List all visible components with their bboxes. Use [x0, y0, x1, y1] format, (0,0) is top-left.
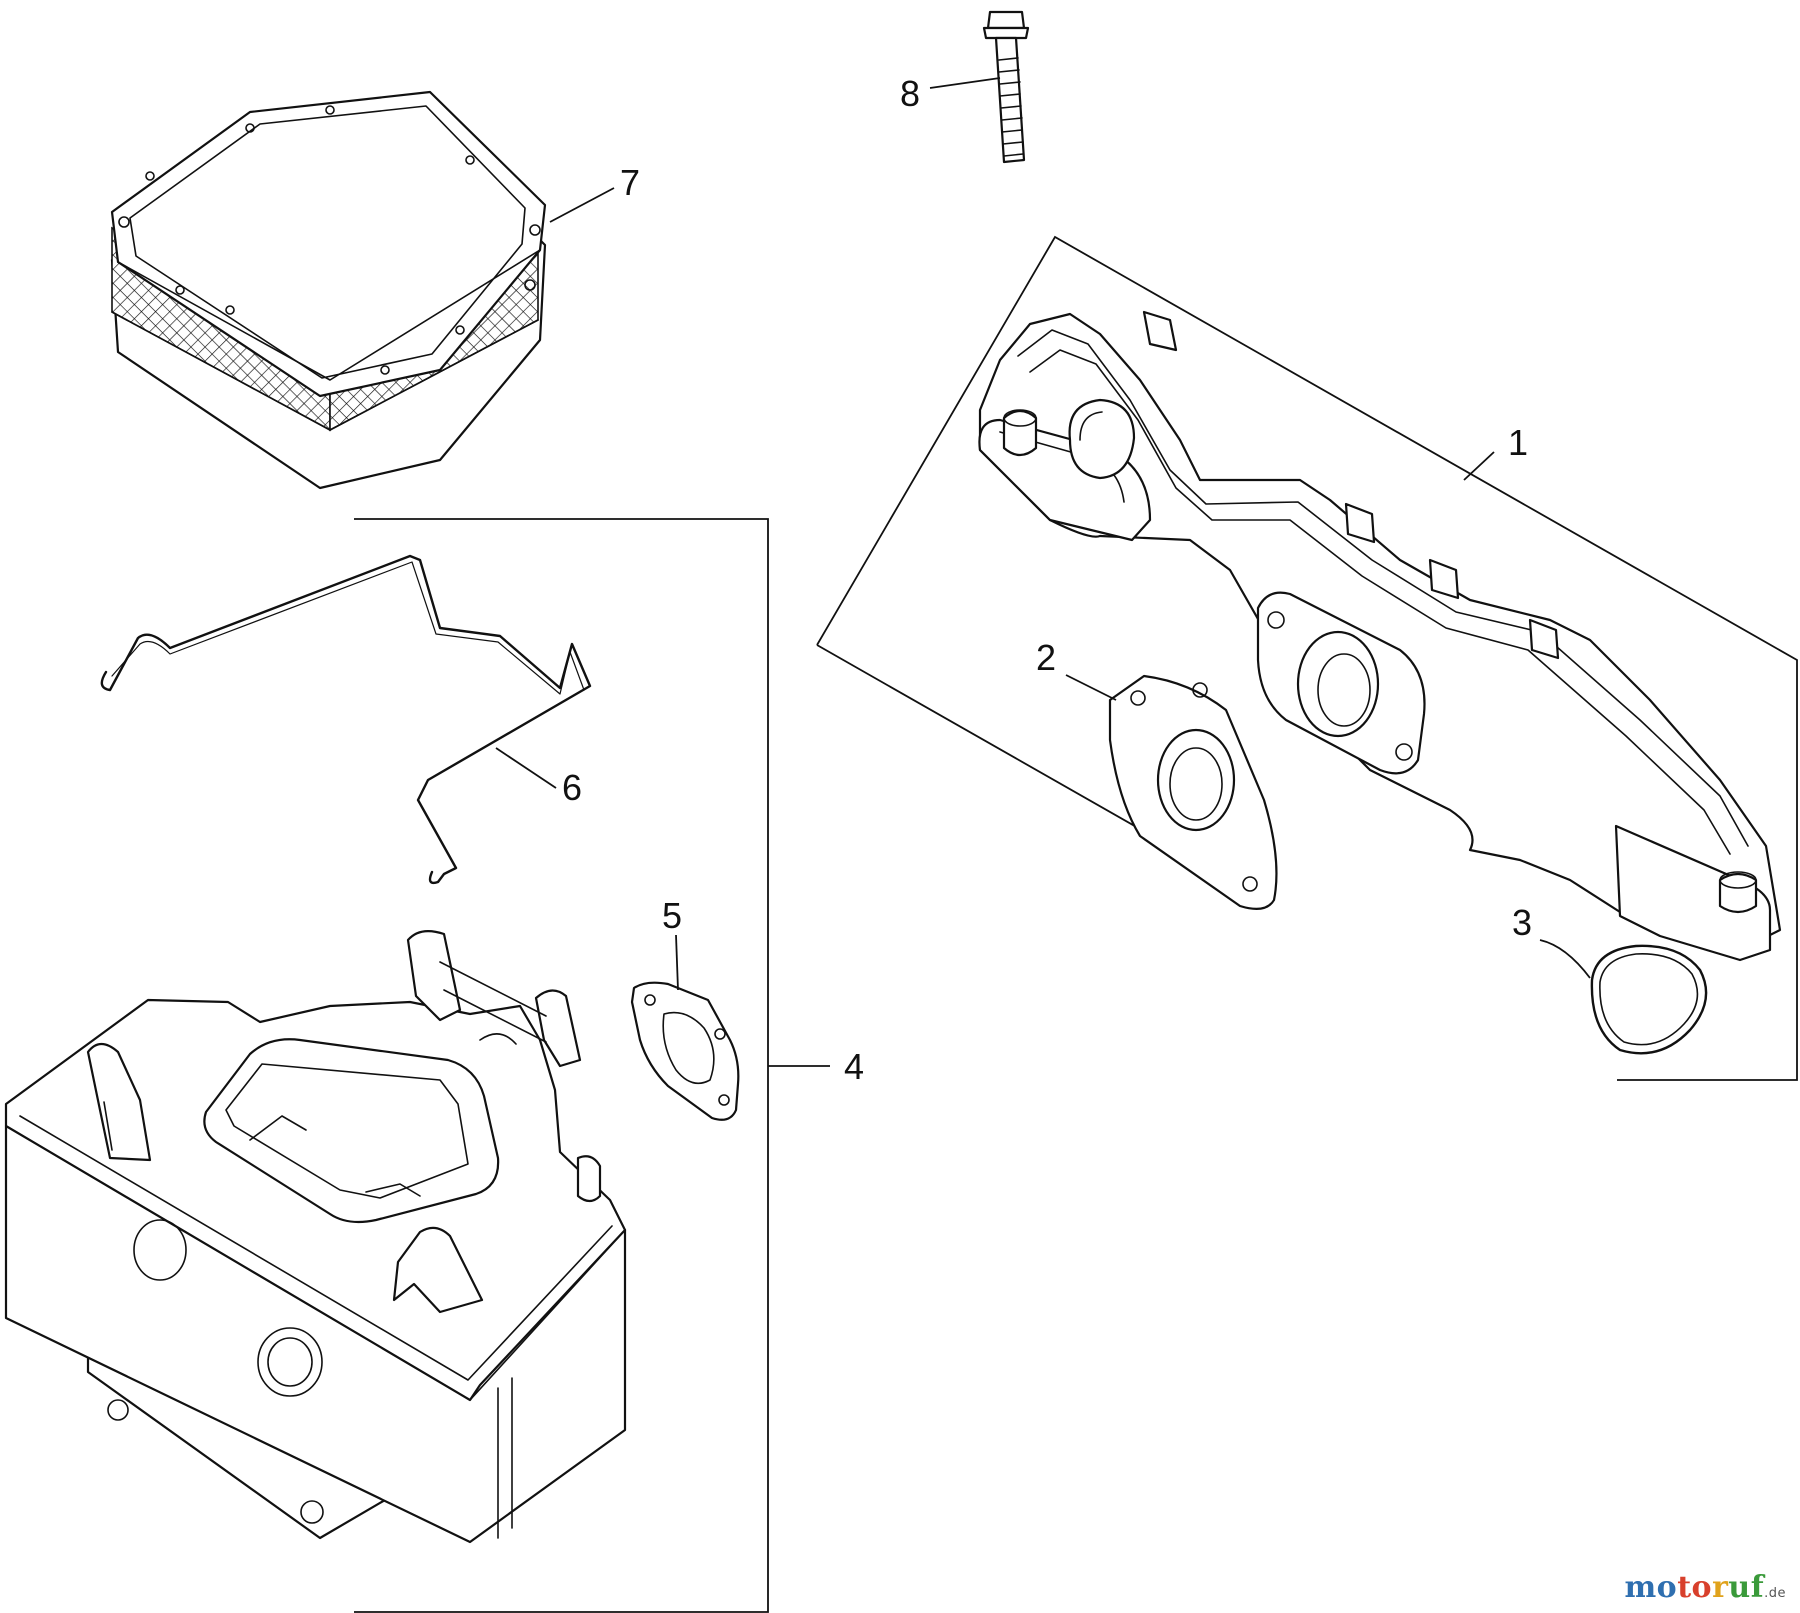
- o-ring-seal: [1590, 944, 1708, 1055]
- callout-5: 5: [662, 895, 682, 936]
- leader-lines: [495, 77, 1591, 1067]
- watermark-part-4: uf: [1728, 1570, 1765, 1605]
- callout-4: 4: [844, 1046, 864, 1087]
- motoruf-watermark: motoruf.de: [1624, 1570, 1786, 1605]
- air-filter-element: [110, 90, 547, 490]
- watermark-tld: .de: [1764, 1586, 1786, 1601]
- wire-retaining-clip: [100, 554, 592, 885]
- callout-3: 3: [1512, 902, 1532, 943]
- callout-2: 2: [1036, 637, 1056, 678]
- callout-8: 8: [900, 73, 920, 114]
- intake-manifold: [978, 310, 1782, 962]
- watermark-part-3: r: [1712, 1570, 1729, 1605]
- callout-1: 1: [1508, 422, 1528, 463]
- callout-7: 7: [620, 162, 640, 203]
- flange-bolt: [982, 10, 1030, 164]
- watermark-part-1: mo: [1624, 1570, 1678, 1605]
- air-cleaner-base: [4, 929, 627, 1544]
- watermark-part-2: to: [1677, 1570, 1713, 1605]
- manifold-gasket: [1108, 674, 1278, 911]
- air-cleaner-gasket: [630, 981, 740, 1121]
- callout-6: 6: [562, 767, 582, 808]
